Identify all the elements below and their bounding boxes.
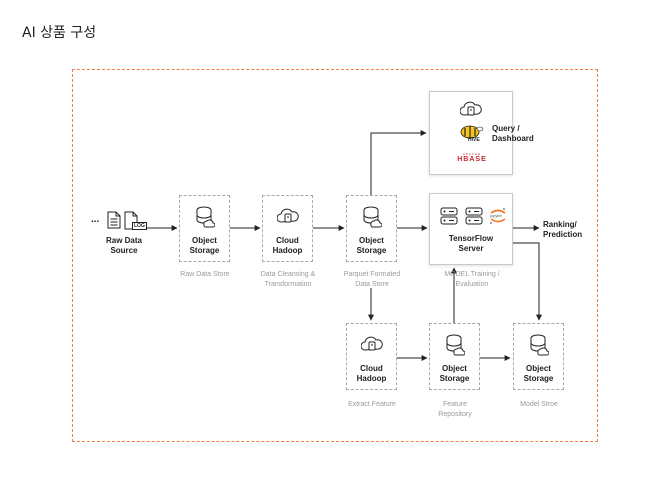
cloud-hadoop-feature-node: Cloud Hadoop — [346, 323, 397, 390]
cloud-hadoop-icon — [460, 101, 482, 116]
log-tag: LOG — [132, 222, 147, 230]
raw-data-source: ... LOG Raw Data Source — [88, 208, 150, 268]
node-label: TensorFlow Server — [430, 234, 512, 254]
data-cleansing-caption: Data Cleansing & Transformation — [246, 270, 330, 290]
arrow-parquet-to-query — [370, 130, 427, 195]
label-line: Cloud — [276, 236, 299, 245]
label-line: TensorFlow — [448, 234, 494, 243]
model-store-caption: Model Stroe — [497, 400, 581, 410]
label-line: Storage — [189, 246, 220, 255]
cloud-hadoop-icon — [360, 336, 383, 351]
caption-line: Parquet Formated — [343, 271, 401, 278]
label-line: Storage — [523, 374, 554, 383]
hbase-logo: APACHE HBASE — [452, 152, 492, 166]
storage-icon — [530, 334, 549, 356]
storage-icon — [363, 206, 382, 228]
label-line: Cloud — [360, 364, 383, 373]
label-line: Dashboard — [492, 134, 534, 143]
jupyter-text: jupyter — [490, 213, 503, 218]
caption-line: Feature — [442, 401, 468, 408]
caption-line: Model Stroe — [520, 401, 558, 408]
hive-text: HIVE — [468, 137, 480, 143]
label-line: Object — [526, 364, 551, 373]
parquet-store-caption: Parquet Formated Data Store — [330, 270, 414, 290]
label-line: Raw Data — [105, 236, 142, 245]
object-storage-raw-node: Object Storage — [179, 195, 230, 262]
caption-line: Transformation — [264, 281, 312, 288]
label-line: Hadoop — [356, 374, 387, 383]
arrow-tensorflow-to-model-store — [513, 242, 542, 321]
server-icon — [440, 207, 458, 225]
caption-line: Data Store — [355, 281, 389, 288]
raw-data-store-caption: Raw Data Store — [164, 270, 246, 280]
storage-icon — [196, 206, 215, 228]
hbase-text: HBASE — [457, 156, 487, 163]
label-line: Hadoop — [272, 246, 303, 255]
node-label: Object Storage — [180, 236, 229, 256]
label-line: Source — [110, 246, 138, 255]
label-line: Storage — [439, 374, 470, 383]
caption-line: MODEL Training / — [444, 271, 500, 278]
extract-feature-caption: Extract Feature — [330, 400, 414, 410]
caption-line: Data Cleansing & — [260, 271, 316, 278]
feature-repository-caption: Feature Repository — [413, 400, 497, 420]
hbase-apache-text: APACHE — [462, 152, 482, 156]
raw-data-source-label: Raw Data Source — [96, 236, 152, 256]
query-dashboard-label: Query / Dashboard — [492, 124, 534, 144]
caption-line: Raw Data Store — [180, 271, 230, 278]
jupyter-logo: jupyter — [488, 206, 508, 226]
node-label: Cloud Hadoop — [263, 236, 312, 256]
cloud-hadoop-icon — [276, 208, 299, 223]
caption-line: Repository — [438, 411, 472, 418]
label-line: Object — [359, 236, 384, 245]
query-dashboard-node: HIVE APACHE HBASE — [429, 91, 513, 175]
ranking-prediction-label: Ranking/ Prediction — [543, 220, 582, 240]
label-line: Object — [442, 364, 467, 373]
cloud-hadoop-cleansing-node: Cloud Hadoop — [262, 195, 313, 262]
hive-bee-icon — [460, 125, 484, 139]
node-label: Object Storage — [430, 364, 479, 384]
object-storage-feature-node: Object Storage — [429, 323, 480, 390]
object-storage-parquet-node: Object Storage — [346, 195, 397, 262]
hive-logo: HIVE — [460, 125, 484, 143]
storage-icon — [446, 334, 465, 356]
model-training-caption: MODEL Training / Evaluation — [430, 270, 514, 290]
object-storage-model-node: Object Storage — [513, 323, 564, 390]
server-icon — [465, 207, 483, 225]
caption-line: Extract Feature — [348, 401, 396, 408]
label-line: Storage — [356, 246, 387, 255]
document-icon — [107, 211, 121, 229]
label-line: Object — [192, 236, 217, 245]
label-line: Query / — [492, 124, 520, 133]
label-line: Server — [458, 244, 484, 253]
diagram-frame — [72, 69, 598, 442]
tensorflow-server-node: jupyter TensorFlow Server — [429, 193, 513, 265]
label-line: Prediction — [543, 230, 583, 239]
ellipsis: ... — [91, 214, 100, 225]
node-label: Object Storage — [347, 236, 396, 256]
caption-line: Evaluation — [455, 281, 489, 288]
node-label: Cloud Hadoop — [347, 364, 396, 384]
node-label: Object Storage — [514, 364, 563, 384]
label-line: Ranking/ — [543, 220, 577, 229]
page-title: AI 상품 구성 — [22, 25, 97, 41]
jupyter-icon — [490, 208, 506, 224]
